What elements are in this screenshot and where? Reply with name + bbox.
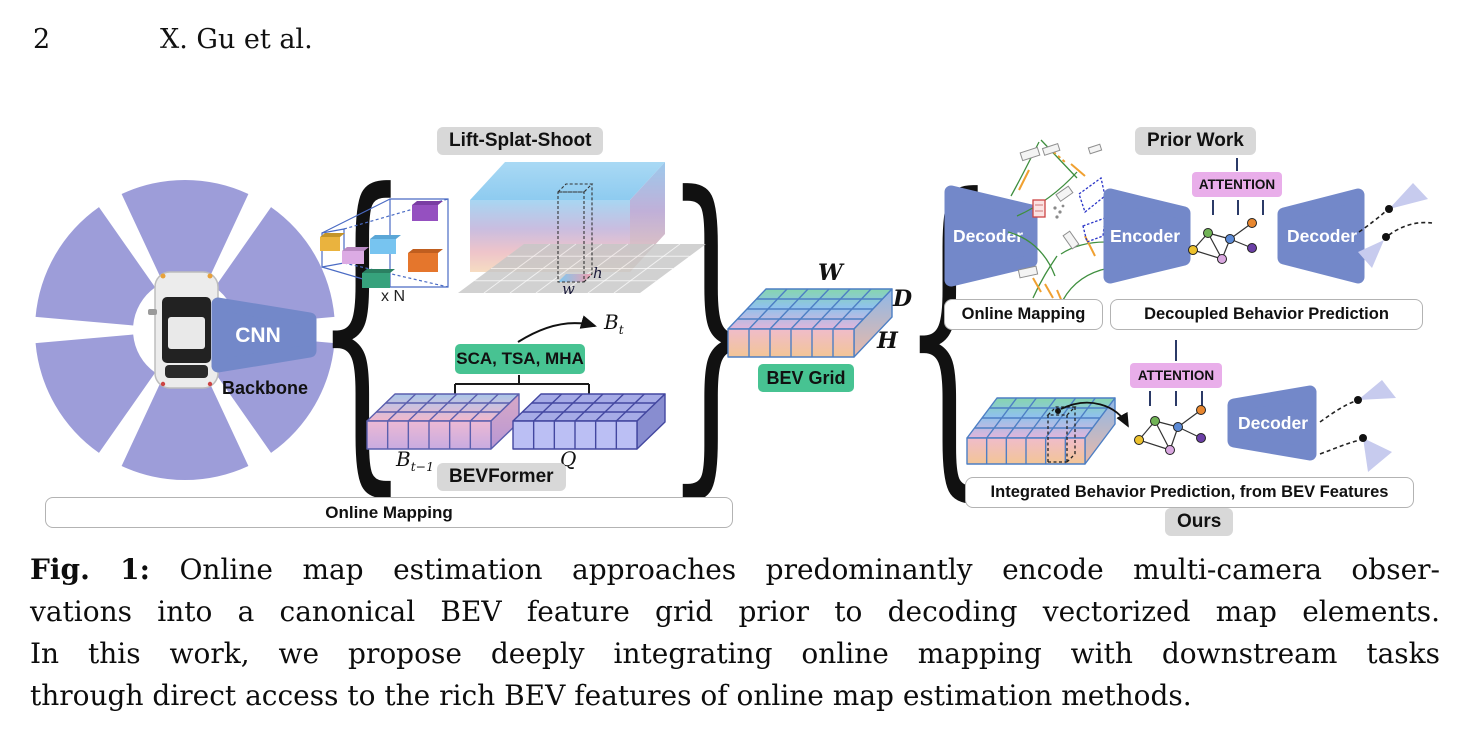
feature-query-cube bbox=[1046, 401, 1129, 463]
attention-query-line bbox=[1237, 200, 1239, 215]
bt-output-arrow bbox=[517, 315, 597, 343]
frustum-multiplier: x N bbox=[381, 288, 405, 305]
backbone-label: Backbone bbox=[222, 378, 309, 398]
traj-decoder-trapezoid: Decoder bbox=[1277, 188, 1365, 284]
bev-grid-icon bbox=[727, 288, 893, 358]
ours-attention-box: ATTENTION bbox=[1130, 363, 1222, 388]
pillar-h-label: h bbox=[593, 264, 601, 282]
attention-query-line bbox=[1262, 200, 1264, 215]
caption-line: vations into a canonical BEV feature gri… bbox=[30, 595, 1440, 628]
bevformer-title: BEVFormer bbox=[437, 463, 566, 491]
integrated-box: Integrated Behavior Prediction, from BEV… bbox=[965, 477, 1414, 508]
split-bracket bbox=[454, 375, 590, 394]
ours-title: Ours bbox=[1165, 508, 1234, 536]
map-decoder-trapezoid: Decoder bbox=[944, 185, 1038, 287]
attention-top-line bbox=[1236, 158, 1238, 171]
bev-grid-label: BEV Grid bbox=[758, 364, 854, 392]
attention-query-line bbox=[1175, 391, 1177, 406]
caption-line: In this work, we propose deeply integrat… bbox=[30, 637, 1440, 670]
page-number: 2 bbox=[33, 24, 51, 55]
bev-dim-w: W bbox=[818, 260, 843, 286]
trajectory-output-icon bbox=[1319, 380, 1396, 472]
figure-caption: Fig. 1: Online map estimation approaches… bbox=[30, 549, 1440, 717]
query-grid bbox=[512, 393, 666, 450]
feature-boxes bbox=[320, 201, 443, 288]
bev-dim-h: H bbox=[877, 328, 898, 354]
cnn-trapezoid: CNN bbox=[211, 297, 317, 373]
attention-query-line bbox=[1149, 391, 1151, 406]
traj-decoder-label: Decoder bbox=[1287, 226, 1357, 246]
bt-1-label: Bt−1 bbox=[396, 447, 434, 474]
agent-graph-icon bbox=[1134, 405, 1206, 455]
lss-title: Lift-Splat-Shoot bbox=[437, 127, 604, 155]
pillar-w-label: w bbox=[562, 280, 575, 298]
bevformer-ops-box: SCA, TSA, MHA bbox=[455, 344, 585, 374]
encoder-label: Encoder bbox=[1110, 226, 1180, 246]
agent-graph-icon bbox=[1188, 218, 1257, 264]
trajectory-output-icon bbox=[1358, 183, 1433, 268]
running-head: X. Gu et al. bbox=[160, 24, 313, 55]
bev-dim-d: D bbox=[893, 286, 913, 312]
multi-view-features-icon bbox=[320, 198, 449, 288]
decoupled-box: Decoupled Behavior Prediction bbox=[1110, 299, 1423, 330]
ours-decoder-trapezoid: Decoder bbox=[1227, 385, 1317, 461]
ego-car-icon bbox=[148, 271, 225, 389]
ours-decoder-label: Decoder bbox=[1238, 413, 1308, 433]
encoder-trapezoid: Encoder bbox=[1103, 188, 1191, 284]
attention-query-line bbox=[1212, 200, 1214, 215]
caption-line: through direct access to the rich BEV fe… bbox=[30, 679, 1192, 712]
map-decoder-label: Decoder bbox=[953, 226, 1023, 246]
vector-map-icon bbox=[1007, 139, 1110, 304]
cnn-label: CNN bbox=[235, 324, 281, 347]
prior-online-mapping-box: Online Mapping bbox=[944, 299, 1103, 330]
attention-query-line bbox=[1201, 391, 1203, 406]
bt-1-feature-grid bbox=[366, 393, 520, 450]
ego-marker bbox=[1032, 199, 1046, 218]
online-mapping-bar: Online Mapping bbox=[45, 497, 733, 528]
ours-bev-grid-icon bbox=[966, 397, 1116, 465]
ground-grid-icon bbox=[458, 243, 706, 294]
attention-top-line bbox=[1175, 340, 1177, 361]
pillar-icon: w h bbox=[556, 183, 601, 298]
bt-label: Bt bbox=[604, 310, 624, 337]
prior-attention-box: ATTENTION bbox=[1192, 172, 1282, 197]
prior-work-title: Prior Work bbox=[1135, 127, 1256, 155]
caption-fig-label: Fig. 1: bbox=[30, 553, 150, 586]
caption-line: Fig. 1: Online map estimation approaches… bbox=[30, 553, 1440, 586]
